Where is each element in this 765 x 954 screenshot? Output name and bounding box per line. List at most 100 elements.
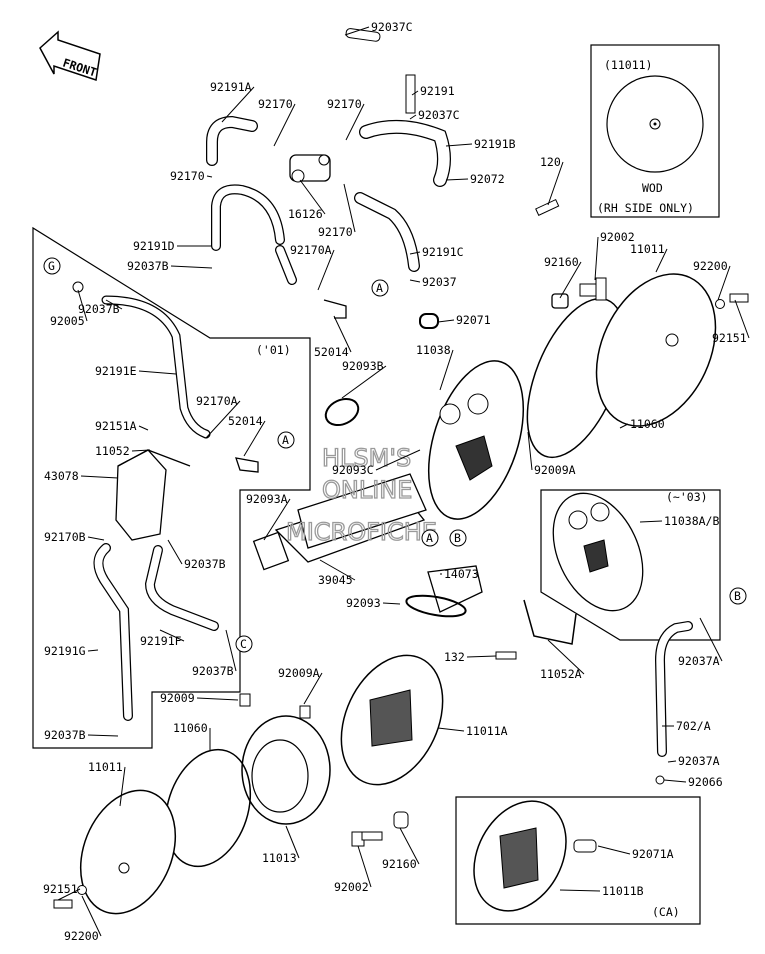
part-label-11013: 11013 [262, 851, 297, 865]
part-label-92071: 92071 [456, 313, 491, 327]
part-label-120: 120 [540, 155, 561, 169]
part-label-92151: 92151 [712, 331, 747, 345]
part-label-92093: 92093 [346, 596, 381, 610]
leader-line [699, 617, 723, 662]
leader-line [57, 888, 81, 901]
part-label-92037c: 92037C [418, 108, 460, 122]
fitting-52014-upper [323, 299, 347, 319]
housing-11011b [473, 800, 567, 912]
inset-box-mid-right [540, 489, 721, 641]
part-label-92191c: 92191C [422, 245, 464, 259]
part-label-92170: 92170 [318, 225, 353, 239]
leader-line [357, 845, 372, 888]
inset-note-ca: (CA) [652, 905, 680, 919]
bolt-132 [495, 651, 517, 660]
part-label-92009: 92009 [160, 691, 195, 705]
part-label-92037b: 92037B [78, 302, 120, 316]
front-arrow-icon: FRONT [39, 30, 101, 81]
air-filter-11013 [241, 715, 331, 825]
part-label-92037c: 92037C [371, 20, 413, 34]
leader-line [663, 779, 687, 783]
hose-92191a [206, 115, 258, 166]
part-label-92037b: 92037B [127, 259, 169, 273]
inset-part-label: (11011) [604, 58, 652, 72]
inset-box-bottom-right [455, 796, 701, 925]
leader-line [196, 697, 239, 701]
fitting-92071a [573, 839, 597, 853]
backing-plate-11038ab [552, 492, 644, 612]
leader-line [399, 827, 420, 865]
svg-text:B: B [734, 589, 741, 603]
part-label-92093a: 92093A [246, 492, 288, 506]
part-label-11011: 11011 [88, 760, 123, 774]
leader-line [594, 236, 599, 281]
part-label-702a: 702/A [676, 719, 711, 733]
part-label-92037a: 92037A [678, 754, 720, 768]
leader-line [547, 639, 585, 675]
gasket-92093b [324, 397, 360, 427]
housing-11011a [340, 654, 444, 786]
part-label-92151a: 92151A [95, 419, 137, 433]
leader-line [466, 655, 497, 658]
inset-box-left [32, 226, 311, 749]
part-label-92170: 92170 [258, 97, 293, 111]
leader-line [437, 319, 455, 323]
part-label-92170: 92170 [170, 169, 205, 183]
leader-line [343, 183, 356, 233]
part-label-92160: 92160 [544, 255, 579, 269]
hose-92191e [101, 295, 211, 439]
funnel-14073 [427, 565, 483, 613]
inset-note-01: ('01) [256, 343, 291, 357]
inset-note-rh-side: (RH SIDE ONLY) [597, 201, 694, 215]
leader-line [243, 420, 266, 457]
hose-92191c [354, 192, 420, 272]
part-label-92002: 92002 [334, 880, 369, 894]
leader-line [285, 825, 300, 859]
part-label-92200: 92200 [693, 259, 728, 273]
part-label-92009a: 92009A [534, 463, 576, 477]
svg-text:MICROFICHE: MICROFICHE [286, 518, 437, 546]
part-label-92200: 92200 [64, 929, 99, 943]
callout-a-left: A [277, 431, 295, 449]
part-label-16126: 16126 [288, 207, 323, 221]
leader-line [559, 889, 601, 892]
part-label-92071a: 92071A [632, 847, 674, 861]
part-label-11052a: 11052A [540, 667, 582, 681]
leader-line [639, 520, 663, 523]
part-label-52014: 52014 [314, 345, 349, 359]
svg-text:A: A [426, 531, 433, 545]
part-label-43078: 43078 [44, 469, 79, 483]
leader-line [619, 423, 629, 429]
part-label-11038ab: 11038A/B [664, 514, 719, 528]
leader-line [138, 370, 177, 375]
leader-line [80, 475, 119, 479]
hose-92191d [211, 184, 297, 285]
part-label-11052: 11052 [95, 444, 130, 458]
part-label-132: 132 [444, 650, 465, 664]
fitting-52014-lower [235, 457, 259, 473]
part-label-92191: 92191 [420, 84, 455, 98]
leader-line [341, 365, 387, 399]
part-label-14073: 14073 [444, 567, 479, 581]
gasket-11060-lower [164, 748, 252, 868]
part-label-92037b: 92037B [44, 728, 86, 742]
svg-text:ONLINE: ONLINE [322, 476, 412, 504]
leader-line [319, 559, 356, 581]
collar-92160-upper [551, 293, 569, 309]
leader-line [263, 498, 291, 541]
part-label-92037b: 92037B [192, 664, 234, 678]
leader-line [559, 261, 582, 299]
part-label-92170b: 92170B [44, 530, 86, 544]
svg-text:A: A [282, 433, 289, 447]
leader-line [547, 161, 564, 206]
duct-39045 [252, 473, 427, 571]
leader-line [409, 279, 421, 283]
leader-line [87, 536, 105, 541]
leader-line [445, 178, 469, 181]
part-label-11060: 11060 [173, 721, 208, 735]
part-label-92191e: 92191E [95, 364, 137, 378]
leader-line [303, 672, 323, 705]
part-label-52014: 52014 [228, 414, 263, 428]
